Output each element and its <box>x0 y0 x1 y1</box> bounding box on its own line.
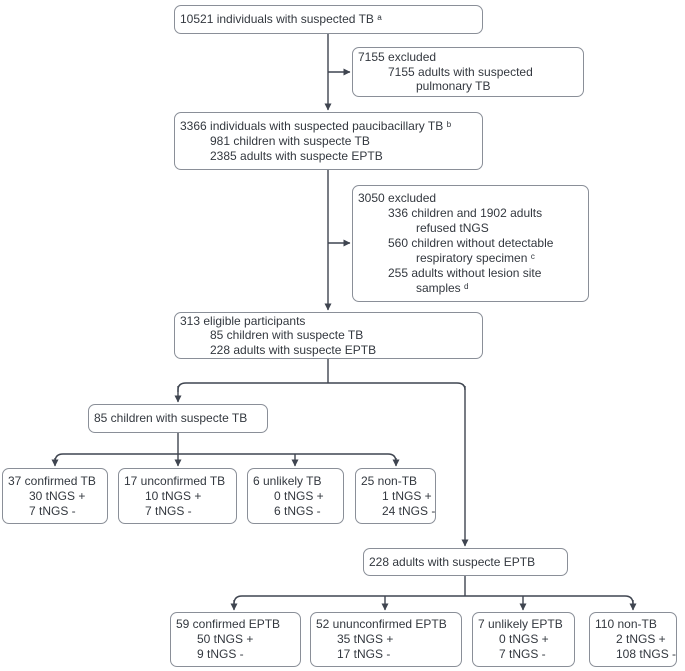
box-line: 35 tNGS + <box>337 632 394 646</box>
box-line: 25 non-TB <box>361 473 418 488</box>
connector-children-fan <box>54 453 397 463</box>
box-children-group: 85 children with suspecte TB <box>88 404 268 433</box>
box-line: 10 tNGS + <box>145 488 202 503</box>
box-line: 52 ununconfirmed EPTB <box>316 617 447 631</box>
box-line: 0 tNGS + <box>499 632 549 646</box>
box-line: 110 non-TB <box>595 617 657 631</box>
box-line: samples ᵈ <box>416 281 469 295</box>
box-line: refused tNGS <box>416 221 489 235</box>
box-line: 981 children with suspecte TB <box>210 133 370 148</box>
box-line: 17 tNGS - <box>337 647 391 661</box>
box-line: 313 eligible participants <box>180 313 306 328</box>
box-adult-unconfirmed: 52 ununconfirmed EPTB 35 tNGS + 17 tNGS … <box>310 612 462 667</box>
box-line: 255 adults without lesion site <box>388 266 542 280</box>
box-line: 108 tNGS - <box>616 647 677 661</box>
box-line: 37 confirmed TB <box>8 473 96 488</box>
box-line: 7155 excluded <box>358 50 437 65</box>
box-line: 7 tNGS - <box>499 647 546 661</box>
box-child-unconfirmed: 17 unconfirmed TB 10 tNGS + 7 tNGS - <box>118 468 237 524</box>
box-child-confirmed: 37 confirmed TB 30 tNGS + 7 tNGS - <box>2 468 108 524</box>
box-line: 7 tNGS - <box>145 503 192 518</box>
box-adult-unlikely: 7 unlikely EPTB 0 tNGS + 7 tNGS - <box>472 612 575 667</box>
box-line: 10521 individuals with suspected TB ᵃ <box>180 12 382 26</box>
connector-eligible-branch <box>177 382 466 392</box>
box-paucibacillary: 3366 individuals with suspected paucibac… <box>174 112 483 170</box>
box-line: 59 confirmed EPTB <box>176 617 281 631</box>
box-line: 85 children with suspecte TB <box>94 411 248 425</box>
box-line: 50 tNGS + <box>197 632 254 646</box>
box-adult-nontb: 110 non-TB 2 tNGS + 108 tNGS - <box>589 612 677 667</box>
box-eligible-participants: 313 eligible participants 85 children wi… <box>174 312 483 359</box>
connector-adults-fan <box>233 595 634 605</box>
box-line: 560 children without detectable <box>388 236 554 250</box>
box-line: 24 tNGS - <box>382 503 436 518</box>
box-line: 2385 adults with suspecte EPTB <box>210 148 383 163</box>
box-line: 3050 excluded <box>358 191 437 205</box>
box-line: 336 children and 1902 adults <box>388 206 543 220</box>
box-line: 6 unlikely TB <box>253 473 322 488</box>
box-line: 7 unlikely EPTB <box>478 617 563 631</box>
box-line: 85 children with suspecte TB <box>210 328 364 343</box>
box-child-unlikely: 6 unlikely TB 0 tNGS + 6 tNGS - <box>247 468 344 524</box>
box-line: 7155 adults with suspected <box>388 64 533 79</box>
box-child-nontb: 25 non-TB 1 tNGS + 24 tNGS - <box>355 468 436 524</box>
box-line: pulmonary TB <box>416 79 491 94</box>
box-excluded-pulmonary: 7155 excluded 7155 adults with suspected… <box>352 47 584 97</box>
box-line: respiratory specimen ᶜ <box>416 251 535 265</box>
box-line: 2 tNGS + <box>616 632 666 646</box>
box-line: 7 tNGS - <box>29 503 76 518</box>
box-suspected-tb: 10521 individuals with suspected TB ᵃ <box>174 5 483 34</box>
box-excluded-refused: 3050 excluded 336 children and 1902 adul… <box>352 185 589 302</box>
box-line: 228 adults with suspecte EPTB <box>210 342 377 357</box>
box-line: 17 unconfirmed TB <box>124 473 226 488</box>
box-line: 3366 individuals with suspected paucibac… <box>180 118 452 133</box>
box-adult-confirmed: 59 confirmed EPTB 50 tNGS + 9 tNGS - <box>170 612 301 667</box>
box-line: 1 tNGS + <box>382 488 432 503</box>
box-adults-group: 228 adults with suspecte EPTB <box>363 548 568 576</box>
box-line: 9 tNGS - <box>197 647 244 661</box>
box-line: 0 tNGS + <box>274 488 324 503</box>
box-line: 228 adults with suspecte EPTB <box>369 554 536 569</box>
box-line: 6 tNGS - <box>274 503 321 518</box>
box-line: 30 tNGS + <box>29 488 86 503</box>
